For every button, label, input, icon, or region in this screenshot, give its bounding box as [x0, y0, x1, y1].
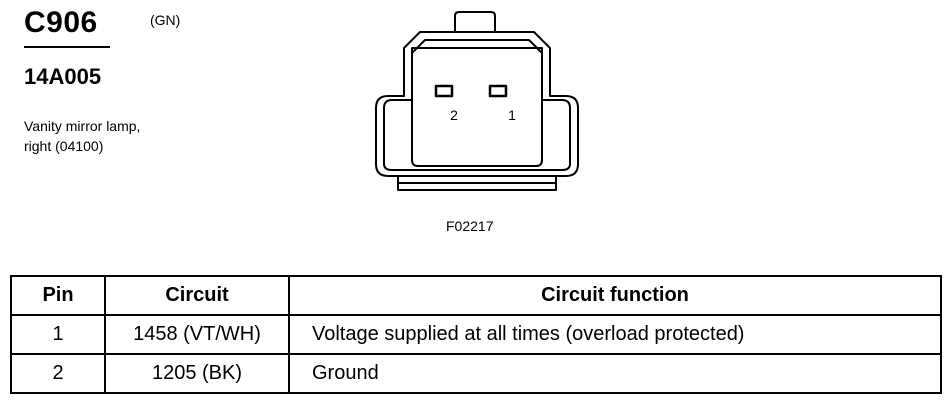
connector-housing-inner — [383, 39, 571, 171]
connector-cavity — [411, 47, 543, 167]
color-code: (GN) — [150, 12, 181, 28]
pin-label-2: 2 — [450, 107, 458, 123]
table-row: 1 1458 (VT/WH) Voltage supplied at all t… — [10, 314, 942, 355]
table-header-row: Pin Circuit Circuit function — [10, 275, 942, 316]
figure-id: F02217 — [446, 218, 494, 234]
cell-circuit-function: Ground — [288, 353, 942, 394]
cell-pin: 1 — [10, 314, 106, 355]
connector-latch — [454, 11, 496, 32]
header-circuit-function: Circuit function — [288, 275, 942, 316]
pin-table: Pin Circuit Circuit function 1 1458 (VT/… — [10, 275, 942, 394]
table-row: 2 1205 (BK) Ground — [10, 353, 942, 394]
connector-id: C906 — [24, 6, 98, 39]
terminal-slot-2 — [434, 84, 454, 98]
header-pin: Pin — [10, 275, 106, 316]
connector-housing-outer — [375, 31, 579, 177]
description-line-2: right (04100) — [24, 138, 104, 154]
cell-circuit: 1205 (BK) — [104, 353, 290, 394]
connector-face-diagram: 2 1 — [375, 11, 579, 191]
description-line-1: Vanity mirror lamp, — [24, 118, 141, 134]
header-circuit: Circuit — [104, 275, 290, 316]
connector-id-underline — [24, 46, 110, 48]
cell-pin: 2 — [10, 353, 106, 394]
terminal-slot-1 — [488, 84, 508, 98]
cell-circuit-function: Voltage supplied at all times (overload … — [288, 314, 942, 355]
pin-label-1: 1 — [508, 107, 516, 123]
cell-circuit: 1458 (VT/WH) — [104, 314, 290, 355]
part-number: 14A005 — [24, 64, 102, 89]
